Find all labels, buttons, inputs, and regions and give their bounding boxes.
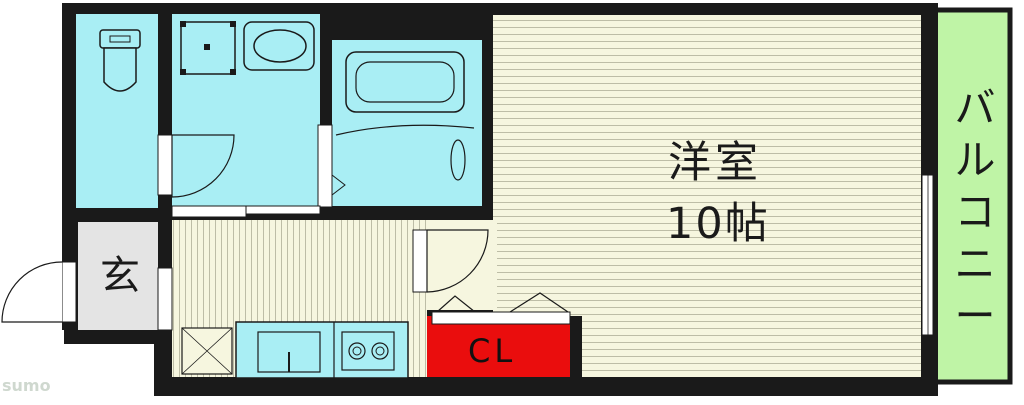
closet-area (427, 316, 581, 377)
balcony-window (921, 174, 934, 336)
closet-door-swing (436, 292, 569, 313)
entrance-door (1, 261, 63, 323)
closet-label: CL (468, 332, 517, 370)
washroom-door (171, 134, 235, 198)
balcony-label: バルコニー (954, 84, 996, 340)
toilet-bowl (103, 47, 137, 92)
bath-sink (450, 139, 466, 181)
western-room-size: 10帖 (666, 199, 770, 249)
closet-doors (431, 311, 571, 325)
entrance-label: 玄 (100, 253, 140, 299)
room-door (426, 229, 489, 293)
stove (341, 331, 395, 371)
watermark: sumo (2, 376, 51, 395)
western-room-label: 洋室 (668, 138, 762, 188)
entrance-tile (78, 222, 158, 330)
